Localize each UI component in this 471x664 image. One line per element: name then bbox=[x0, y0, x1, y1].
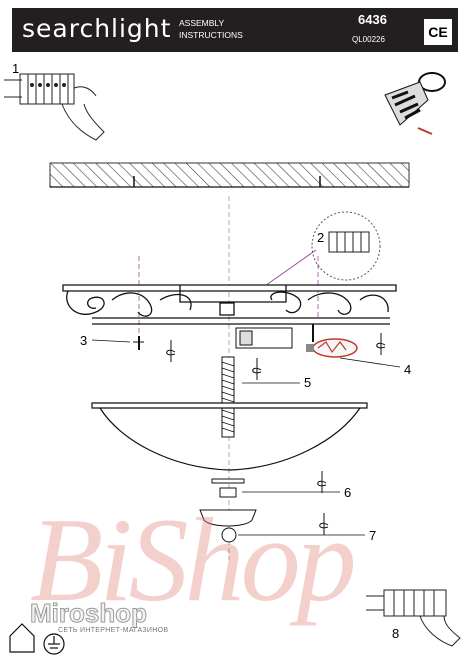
assembly-line-2: INSTRUCTIONS bbox=[179, 30, 243, 40]
terminal-block-hand-icon-8 bbox=[366, 589, 461, 647]
screw-icon bbox=[133, 324, 314, 350]
ceiling bbox=[49, 162, 410, 188]
finial bbox=[199, 509, 257, 543]
brand-logo: searchlight bbox=[22, 14, 172, 43]
nut-icon bbox=[219, 487, 237, 498]
watermark-bishop: BiShop bbox=[30, 493, 357, 626]
threaded-rod bbox=[221, 356, 235, 438]
step-label: 1 bbox=[12, 61, 20, 76]
washer bbox=[211, 478, 245, 484]
assembly-line-1: ASSEMBLY bbox=[179, 18, 225, 28]
watermark-tagline: СЕТЬ ИНТЕРНЕТ-МАГАЗИНОВ bbox=[58, 627, 169, 634]
step-label: 6 bbox=[344, 485, 352, 500]
glass-bowl bbox=[91, 402, 368, 471]
step-label: 5 bbox=[304, 375, 312, 390]
bulb-icon bbox=[306, 338, 358, 358]
header-bar: searchlight ASSEMBLY INSTRUCTIONS 6436 Q… bbox=[12, 8, 458, 52]
product-code: QL00226 bbox=[352, 35, 385, 44]
ground-icon bbox=[43, 633, 65, 655]
step-label: 3 bbox=[80, 333, 88, 348]
house-icon bbox=[9, 623, 35, 653]
model-number: 6436 bbox=[358, 12, 387, 27]
step-label: 2 bbox=[317, 230, 325, 245]
connector-detail-icon bbox=[261, 211, 381, 289]
insulating-tape-icon bbox=[384, 72, 446, 135]
ce-mark-icon: CE bbox=[424, 19, 452, 45]
watermark-miroshop: Miroshop bbox=[30, 598, 148, 629]
assembly-title: ASSEMBLY INSTRUCTIONS bbox=[179, 17, 243, 41]
ceiling-plate bbox=[62, 284, 397, 325]
step-label: 8 bbox=[392, 626, 400, 641]
step-label: 4 bbox=[404, 362, 412, 377]
lamp-holder bbox=[235, 327, 293, 349]
step-label: 7 bbox=[369, 528, 377, 543]
rotation-arrow-icon bbox=[166, 333, 386, 535]
terminal-block-hand-icon bbox=[4, 73, 105, 141]
